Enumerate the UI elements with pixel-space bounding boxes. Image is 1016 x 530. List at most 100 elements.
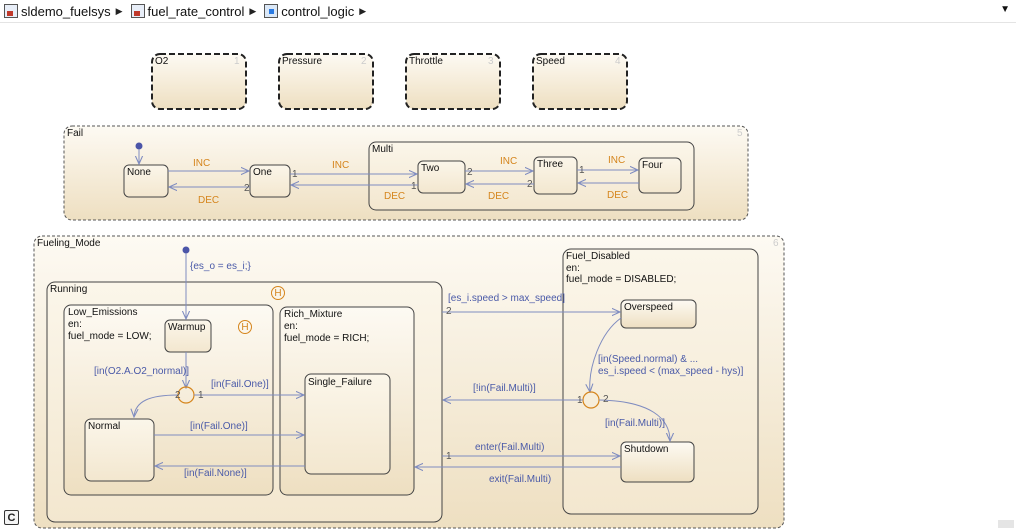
chevron-down-icon[interactable]: ▼ <box>1000 4 1010 15</box>
transition-label: [in(Fail.None)] <box>184 468 247 479</box>
state-label-pressure: Pressure <box>282 56 323 67</box>
entry-label: en: <box>68 319 82 330</box>
state-speed[interactable] <box>532 53 628 110</box>
state-single-failure[interactable] <box>304 373 391 475</box>
transition-label-inc: INC <box>332 160 350 171</box>
transition-label: [in(Fail.One)] <box>190 421 248 432</box>
transition-line <box>598 399 670 441</box>
entry-action: fuel_mode = DISABLED; <box>566 274 677 285</box>
entry-label: en: <box>566 263 580 274</box>
state-order-pressure: 2 <box>361 56 367 67</box>
transition-label: [in(Speed.normal) & ... <box>598 354 699 365</box>
transition-label: es_i.speed < (max_speed - hys)] <box>598 366 744 377</box>
state-label-normal: Normal <box>88 421 121 432</box>
chevron-right-icon: ▶ <box>249 5 257 16</box>
state-order-speed: 4 <box>615 56 621 67</box>
state-label-fueling-mode: Fueling_Mode <box>37 238 101 249</box>
breadcrumb-item-model[interactable]: sldemo_fuelsys <box>2 4 111 19</box>
state-none[interactable] <box>123 164 169 198</box>
state-label-multi: Multi <box>372 144 394 155</box>
priority-number: 1 <box>577 395 583 406</box>
stateflow-canvas[interactable]: O2 1 Pressure 2 Throttle 3 Speed 4 Fail … <box>0 23 1016 530</box>
state-label-two: Two <box>421 163 440 174</box>
divider <box>0 22 1016 23</box>
breadcrumb: sldemo_fuelsys ▶ fuel_rate_control ▶ con… <box>0 0 1016 22</box>
state-fuel-disabled[interactable] <box>562 248 759 515</box>
state-pressure[interactable] <box>278 53 374 110</box>
chart-icon <box>264 4 279 18</box>
diagram-graphics <box>33 53 785 529</box>
state-label-low-emissions: Low_Emissions <box>68 307 138 318</box>
default-transition-dot <box>135 142 143 150</box>
priority-number: 1 <box>292 169 298 180</box>
state-one[interactable] <box>249 164 291 198</box>
transition-label: [in(O2.A.O2_normal)] <box>94 366 190 377</box>
transition-label: [!in(Fail.Multi)] <box>473 383 536 394</box>
state-order-fail: 5 <box>737 128 743 139</box>
priority-number: 2 <box>527 179 533 190</box>
subsystem-icon <box>130 4 145 18</box>
breadcrumb-label: sldemo_fuelsys <box>21 3 111 19</box>
state-label-speed: Speed <box>536 56 565 67</box>
transition-line <box>590 317 622 392</box>
state-label-rich-mixture: Rich_Mixture <box>284 309 343 320</box>
state-normal[interactable] <box>84 418 155 482</box>
state-label-overspeed: Overspeed <box>624 302 673 313</box>
state-order-throttle: 3 <box>488 56 494 67</box>
state-label-three: Three <box>537 159 564 170</box>
state-order-o2: 1 <box>234 56 240 67</box>
breadcrumb-item-subsystem[interactable]: fuel_rate_control <box>129 3 245 19</box>
transition-label-dec: DEC <box>384 191 406 202</box>
transition-line <box>134 394 179 417</box>
transition-label-inc: INC <box>193 158 211 169</box>
chevron-right-icon: ▶ <box>359 5 367 16</box>
priority-number: 2 <box>446 306 452 317</box>
state-label-fail: Fail <box>67 128 84 139</box>
c-button[interactable]: C <box>4 510 19 525</box>
state-label-none: None <box>127 167 151 178</box>
priority-number: 1 <box>446 451 452 462</box>
state-throttle[interactable] <box>405 53 501 110</box>
state-o2[interactable] <box>151 53 247 110</box>
resize-handle[interactable] <box>998 520 1014 528</box>
state-label-one: One <box>253 167 272 178</box>
state-two[interactable] <box>417 160 466 194</box>
state-label-four: Four <box>642 160 663 171</box>
transition-label: enter(Fail.Multi) <box>475 442 545 453</box>
transition-label: [es_i.speed > max_speed] <box>448 293 566 304</box>
chevron-right-icon: ▶ <box>115 5 123 16</box>
state-order-fueling-mode: 6 <box>773 238 779 249</box>
transition-label-inc: INC <box>500 156 518 167</box>
priority-number: 2 <box>467 167 473 178</box>
priority-number: 2 <box>244 183 250 194</box>
history-junction-icon: H <box>271 286 285 300</box>
state-four[interactable] <box>638 157 682 194</box>
state-label-single-failure: Single_Failure <box>308 377 372 388</box>
breadcrumb-label: control_logic <box>281 3 355 19</box>
breadcrumb-item-chart[interactable]: control_logic <box>262 4 354 19</box>
state-label-throttle: Throttle <box>409 56 443 67</box>
state-label-running: Running <box>50 284 88 295</box>
state-label-fuel-disabled: Fuel_Disabled <box>566 251 630 262</box>
transition-label-dec: DEC <box>198 195 220 206</box>
state-label-warmup: Warmup <box>168 322 206 333</box>
state-label-shutdown: Shutdown <box>624 444 669 455</box>
breadcrumb-label: fuel_rate_control <box>147 3 245 19</box>
transition-label: [in(Fail.Multi)] <box>605 418 666 429</box>
state-three[interactable] <box>533 156 578 195</box>
transition-label: [in(Fail.One)] <box>211 379 269 390</box>
model-icon <box>4 4 18 18</box>
entry-action: fuel_mode = RICH; <box>284 333 370 344</box>
entry-label: en: <box>284 321 298 332</box>
state-overspeed[interactable] <box>620 299 697 329</box>
transition-label-dec: DEC <box>488 191 510 202</box>
priority-number: 1 <box>198 390 204 401</box>
default-transition-action: {es_o = es_i;} <box>190 261 251 272</box>
state-shutdown[interactable] <box>620 441 695 483</box>
transition-label-inc: INC <box>608 155 626 166</box>
state-label-o2: O2 <box>155 56 169 67</box>
state-warmup[interactable] <box>164 319 212 353</box>
transition-label-dec: DEC <box>607 190 629 201</box>
default-transition-dot <box>182 246 190 254</box>
history-junction-icon: H <box>238 320 252 334</box>
